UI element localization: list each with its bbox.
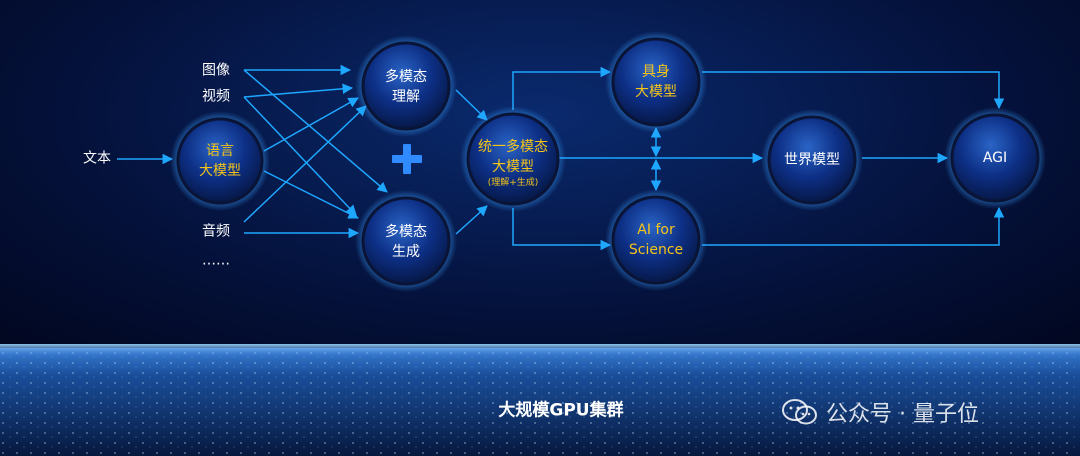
watermark: 公众号 · 量子位 bbox=[782, 396, 979, 428]
unified-model-label: 统一多模态 大模型 (理解+生成) bbox=[478, 139, 548, 188]
gpu-cluster-label: 大规模GPU集群 bbox=[498, 400, 624, 421]
arrow-language-to-generation bbox=[263, 170, 359, 219]
language-model-label: 语言 大模型 bbox=[199, 143, 241, 179]
node-world-model bbox=[761, 109, 863, 211]
arrow-video-to-generation bbox=[243, 96, 357, 216]
arrow-understanding-to-unified bbox=[455, 89, 488, 121]
arrow-language-to-understanding bbox=[263, 97, 359, 152]
nodes bbox=[170, 31, 1046, 292]
embodied-model-label: 具身 大模型 bbox=[635, 64, 677, 100]
node-ai-for-science bbox=[605, 189, 707, 291]
node-mm-generation bbox=[355, 190, 457, 292]
input-video-label: 视频 bbox=[202, 88, 230, 105]
ground-lights bbox=[0, 348, 1080, 456]
ai-for-science-label: AI for Science bbox=[628, 222, 684, 258]
input-image-label: 图像 bbox=[202, 62, 230, 79]
arrow-unified-to-embodied bbox=[512, 66, 612, 110]
arrow-embodied-to-agi bbox=[702, 71, 1005, 110]
arrow-image-to-generation bbox=[243, 69, 388, 193]
agi-label: AGI bbox=[982, 150, 1008, 166]
node-language-model bbox=[170, 111, 270, 211]
arrow-unified-to-science bbox=[512, 208, 612, 251]
node-unified-model bbox=[460, 106, 566, 212]
mm-understanding-label: 多模态 理解 bbox=[385, 69, 427, 105]
node-mm-understanding bbox=[355, 35, 457, 137]
arrow-audio-to-understanding bbox=[243, 105, 367, 223]
world-model-label: 世界模型 bbox=[784, 152, 840, 168]
arrow-generation-to-unified bbox=[455, 205, 488, 235]
wechat-icon bbox=[782, 399, 817, 425]
arrow-science-to-agi bbox=[702, 206, 1005, 246]
mm-generation-label: 多模态 生成 bbox=[385, 224, 427, 260]
plus-icon bbox=[392, 144, 422, 174]
horizon-glow bbox=[0, 344, 1080, 358]
arrow-video-to-understanding bbox=[243, 83, 354, 98]
node-agi bbox=[944, 107, 1046, 209]
input-more-label: …… bbox=[202, 252, 230, 269]
input-audio-label: 音频 bbox=[202, 223, 230, 240]
connectors bbox=[117, 64, 1005, 251]
node-embodied-model bbox=[605, 31, 707, 133]
input-text-label: 文本 bbox=[83, 150, 111, 167]
watermark-text: 公众号 · 量子位 bbox=[826, 402, 979, 427]
